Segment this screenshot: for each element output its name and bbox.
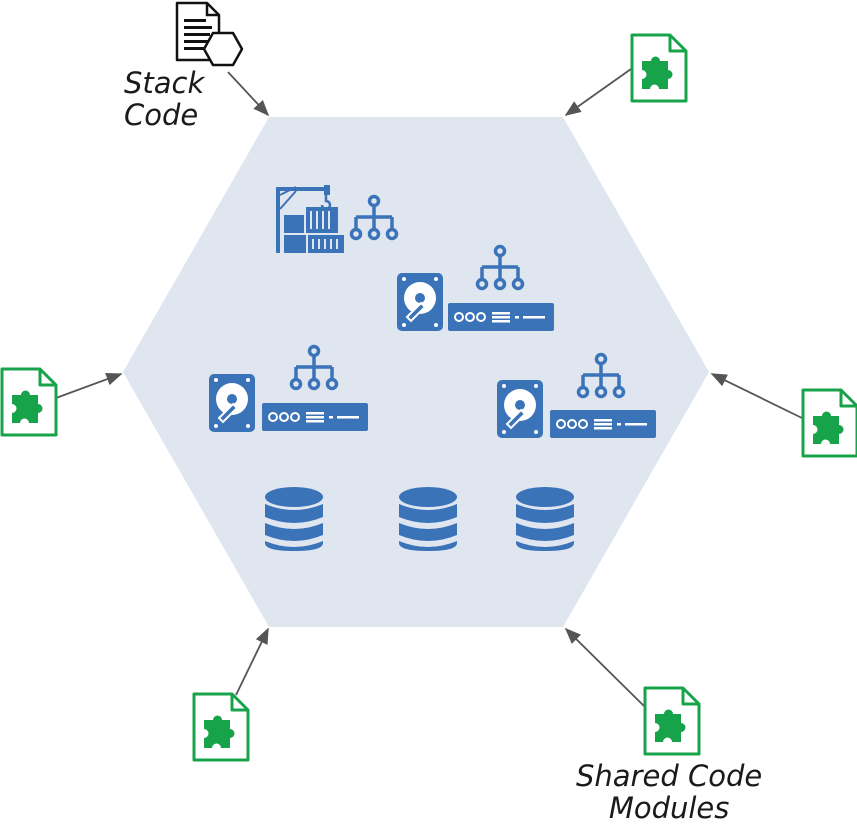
arrow-module-bottom-left: [235, 627, 269, 696]
puzzle-document-icon: [192, 692, 250, 762]
server-icon: [261, 402, 369, 432]
puzzle-document-icon: [0, 367, 58, 437]
shared-code-modules-label-line-2: Modules: [608, 791, 730, 825]
arrow-module-top-right: [564, 68, 632, 116]
arrow-module-left: [55, 372, 123, 399]
shared-code-modules-label: Shared Code Modules: [576, 760, 762, 824]
stack-code-label-line-2: Code: [124, 98, 199, 132]
arrow-module-right: [710, 373, 803, 419]
stack-code-document-icon: [175, 1, 244, 67]
server-icon: [447, 302, 555, 332]
puzzle-document-icon: [643, 686, 701, 756]
arrow-module-bottom-right: [564, 627, 645, 707]
container-crane-icon: [276, 185, 344, 253]
puzzle-document-icon: [801, 388, 857, 458]
hard-drive-icon: [208, 373, 256, 433]
server-icon: [549, 409, 657, 439]
stack-code-label: Stack Code: [124, 67, 204, 131]
stack-code-label-line-1: Stack: [124, 66, 205, 100]
hard-drive-icon: [396, 272, 444, 332]
shared-code-modules-label-line-1: Shared Code: [576, 759, 763, 793]
arrow-stack-code: [227, 71, 270, 117]
arrows: [55, 68, 803, 707]
hard-drive-icon: [496, 379, 544, 439]
puzzle-document-icon: [630, 33, 688, 103]
